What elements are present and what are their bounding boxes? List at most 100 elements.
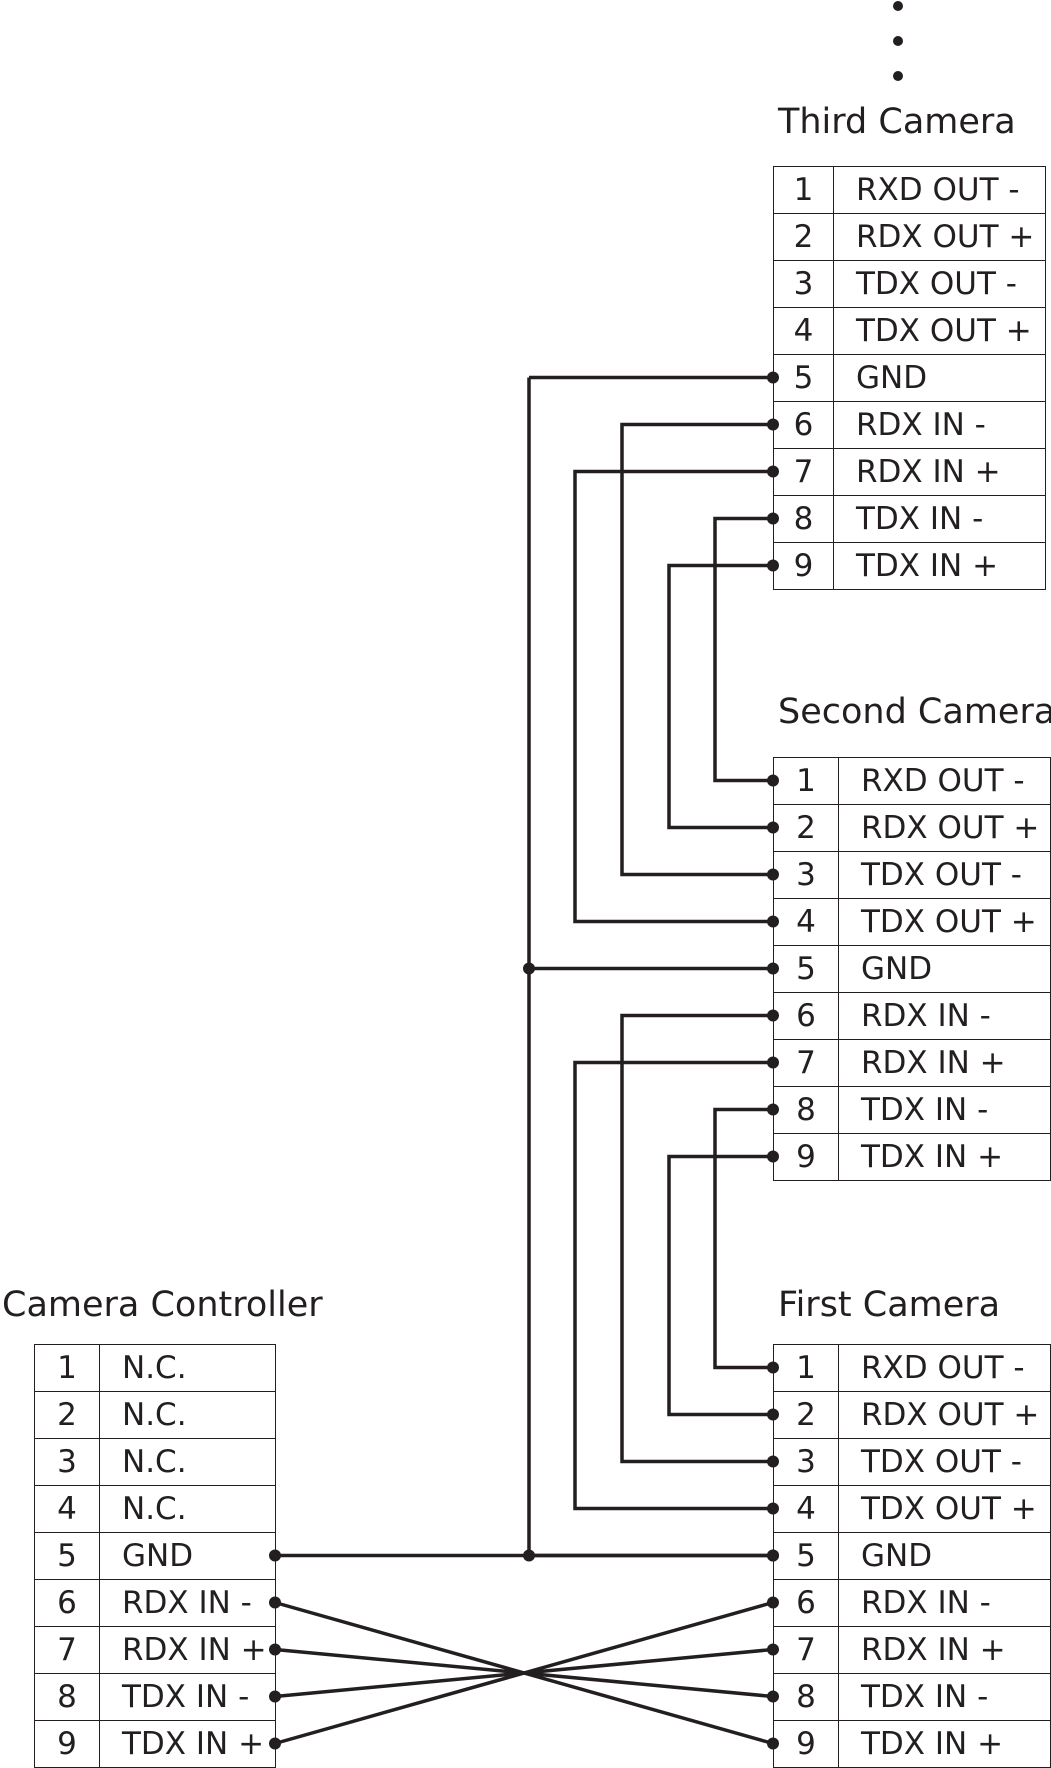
pin-signal: TDX IN + — [838, 1720, 1051, 1768]
pin-signal: RDX IN + — [833, 448, 1046, 496]
pin-number: 5 — [34, 1532, 100, 1580]
pin-signal: TDX IN - — [833, 495, 1046, 543]
pin-signal: TDX OUT + — [838, 898, 1051, 946]
pin-number: 7 — [773, 1626, 839, 1674]
pin-number: 3 — [34, 1438, 100, 1486]
third-camera-title: Third Camera — [778, 102, 1016, 142]
pin-signal: RDX IN + — [99, 1626, 276, 1674]
pin-number: 3 — [773, 1438, 839, 1486]
pin-signal: GND — [838, 945, 1051, 993]
pin-number: 5 — [773, 945, 839, 993]
camera-controller-title: Camera Controller — [2, 1285, 323, 1325]
ellipsis-dot — [893, 1, 903, 11]
pin-number: 1 — [773, 757, 839, 805]
pin-number: 2 — [773, 804, 839, 852]
pin-number: 4 — [773, 1485, 839, 1533]
pin-signal: TDX IN + — [99, 1720, 276, 1768]
wire — [620, 422, 773, 877]
pin-signal: RDX IN - — [838, 992, 1051, 1040]
pin-number: 2 — [773, 1391, 839, 1439]
pin-signal: TDX OUT - — [833, 260, 1046, 308]
pin-number: 4 — [34, 1485, 100, 1533]
pin-number: 9 — [773, 1720, 839, 1768]
pin-number: 9 — [773, 1133, 839, 1181]
pin-number: 8 — [773, 495, 834, 543]
pin-number: 2 — [34, 1391, 100, 1439]
pin-signal: N.C. — [99, 1438, 276, 1486]
pin-signal: TDX IN + — [833, 542, 1046, 590]
pin-number: 5 — [773, 1532, 839, 1580]
pin-signal: TDX OUT - — [838, 1438, 1051, 1486]
pin-number: 6 — [773, 401, 834, 449]
pin-number: 8 — [773, 1673, 839, 1721]
pin-number: 1 — [773, 1344, 839, 1392]
wire — [573, 1060, 773, 1511]
wire — [274, 1600, 774, 1746]
pin-number: 5 — [773, 354, 834, 402]
pin-signal: RDX OUT + — [838, 804, 1051, 852]
ellipsis-dot — [893, 36, 903, 46]
pin-signal: N.C. — [99, 1391, 276, 1439]
wire — [620, 1013, 773, 1464]
pin-signal: RDX IN - — [838, 1579, 1051, 1627]
pin-signal: RDX IN - — [99, 1579, 276, 1627]
pin-signal: TDX IN + — [838, 1133, 1051, 1181]
pin-number: 6 — [773, 1579, 839, 1627]
pin-number: 4 — [773, 307, 834, 355]
pin-signal: RXD OUT - — [838, 1344, 1051, 1392]
pin-number: 7 — [773, 1039, 839, 1087]
pin-number: 7 — [773, 448, 834, 496]
pin-signal: RDX IN + — [838, 1626, 1051, 1674]
pin-signal: GND — [99, 1532, 276, 1580]
pin-number: 3 — [773, 851, 839, 899]
pin-number: 4 — [773, 898, 839, 946]
pin-signal: GND — [833, 354, 1046, 402]
pin-number: 3 — [773, 260, 834, 308]
pin-number: 1 — [34, 1344, 100, 1392]
pin-signal: TDX OUT + — [833, 307, 1046, 355]
wire — [667, 1154, 773, 1417]
pin-signal: TDX IN - — [99, 1673, 276, 1721]
pin-signal: TDX IN - — [838, 1086, 1051, 1134]
pin-signal: RDX IN - — [833, 401, 1046, 449]
pin-signal: TDX IN - — [838, 1673, 1051, 1721]
pin-number: 9 — [34, 1720, 100, 1768]
pin-number: 8 — [773, 1086, 839, 1134]
wire — [713, 516, 773, 783]
bus-junction-dot — [523, 962, 535, 975]
pin-signal: RDX OUT + — [833, 213, 1046, 261]
pin-number: 1 — [773, 166, 834, 214]
bus-junction-dot — [523, 1549, 535, 1562]
